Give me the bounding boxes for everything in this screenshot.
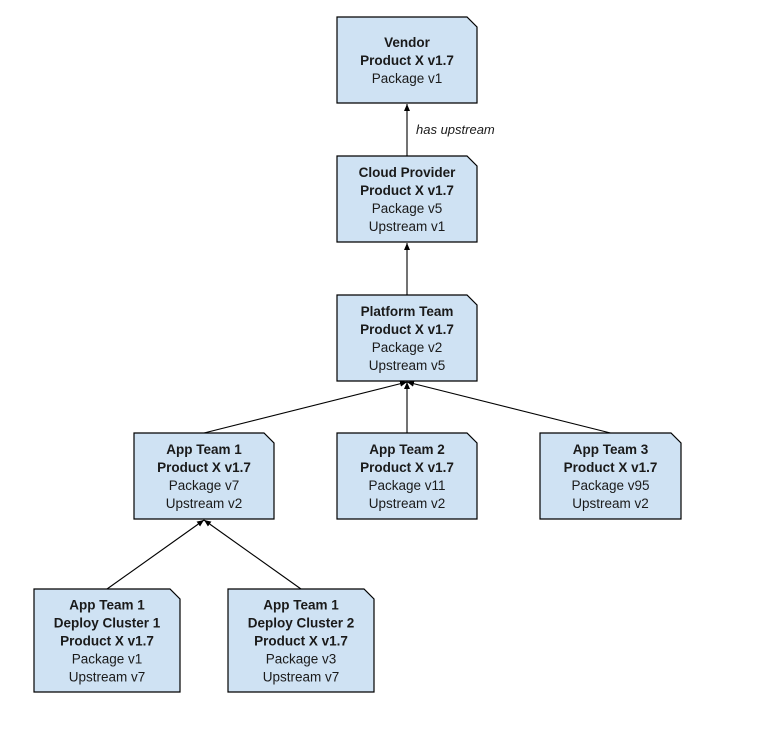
node-text-line: Upstream v2 [572, 496, 649, 511]
node-text-line: App Team 2 [369, 442, 445, 457]
node-box [336, 16, 478, 104]
node-box [539, 432, 682, 520]
node-text-line: App Team 1 [166, 442, 242, 457]
arrow-app-team-1-to-platform-team [203, 380, 408, 434]
node-text-line: App Team 1 [263, 598, 339, 613]
node-text-line: Package v1 [372, 71, 443, 86]
node-text-line: Deploy Cluster 1 [54, 616, 161, 631]
node-deploy-cluster-1: App Team 1 Deploy Cluster 1 Product X v1.7… [33, 588, 181, 693]
node-text-line: Product X v1.7 [360, 53, 454, 68]
node-box [336, 294, 478, 382]
node-text-line: Deploy Cluster 2 [248, 616, 355, 631]
node-text-line: Package v95 [571, 478, 649, 493]
node-text-line: Product X v1.7 [564, 460, 658, 475]
node-text-line: Upstream v2 [166, 496, 243, 511]
node-text-line: Package v11 [368, 478, 445, 493]
node-text-line: Product X v1.7 [360, 322, 454, 337]
node-text-line: Package v2 [372, 340, 443, 355]
node-text-line: App Team 3 [573, 442, 649, 457]
node-box [33, 588, 181, 693]
connectors [106, 104, 611, 590]
node-text-line: App Team 1 [69, 598, 145, 613]
node-text-line: Product X v1.7 [254, 634, 348, 649]
node-text-line: Cloud Provider [359, 165, 457, 180]
node-text-line: Upstream v2 [369, 496, 446, 511]
node-text-line: Package v5 [372, 201, 443, 216]
node-box [336, 432, 478, 520]
node-text-line: Upstream v1 [369, 219, 446, 234]
node-text-line: Package v7 [169, 478, 240, 493]
node-text-line: Product X v1.7 [360, 183, 454, 198]
edge-label-has-upstream: has upstream [416, 122, 495, 137]
node-text-line: Package v3 [266, 652, 337, 667]
node-text-line: Product X v1.7 [157, 460, 251, 475]
arrow-deploy-cluster-1-to-app-team-1 [106, 519, 205, 590]
arrow-deploy-cluster-2-to-app-team-1 [203, 519, 302, 590]
node-box [227, 588, 375, 693]
node-deploy-cluster-2: App Team 1 Deploy Cluster 2 Product X v1.7… [227, 588, 375, 693]
node-text-line: Product X v1.7 [60, 634, 154, 649]
node-box [336, 155, 478, 243]
node-text-line: Package v1 [72, 652, 143, 667]
node-text-line: Upstream v5 [369, 358, 446, 373]
node-box [133, 432, 275, 520]
node-text-line: Upstream v7 [263, 670, 340, 685]
arrow-app-team-3-to-platform-team [406, 380, 611, 434]
node-text-line: Product X v1.7 [360, 460, 454, 475]
node-text-line: Platform Team [361, 304, 454, 319]
node-text-line: Upstream v7 [69, 670, 146, 685]
node-text-line: Vendor [384, 35, 431, 50]
